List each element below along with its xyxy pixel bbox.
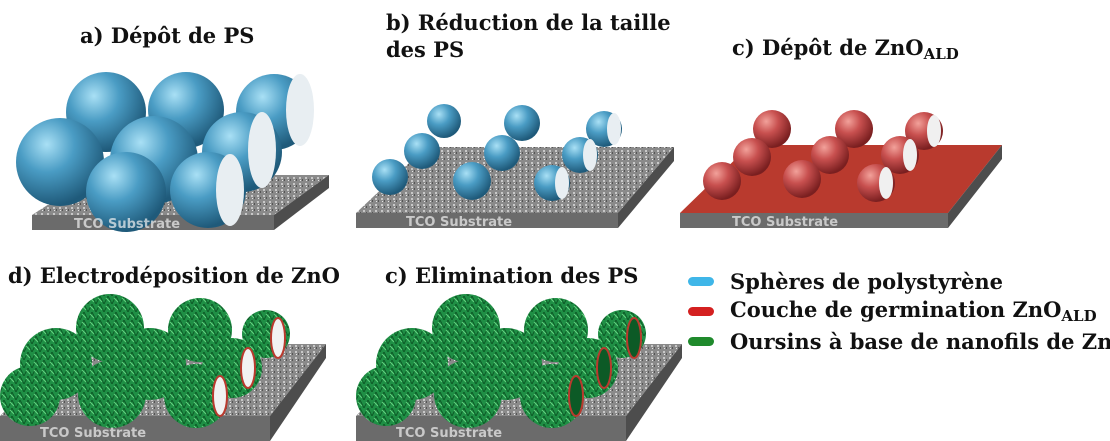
panel-c1-diagram: TCO Substrate bbox=[680, 110, 1002, 230]
substrate-label: TCO Substrate bbox=[406, 215, 512, 230]
substrate-side bbox=[626, 344, 682, 441]
substrate-side bbox=[948, 145, 1002, 228]
zno-ald-coated-spheres bbox=[703, 110, 943, 202]
substrate-front bbox=[356, 213, 618, 228]
zno-nanowire-urchins bbox=[0, 294, 290, 428]
panel-d-title: d) Electrodéposition de ZnO bbox=[8, 263, 340, 288]
panel-c2-title: c) Elimination des PS bbox=[385, 263, 639, 288]
substrate-front bbox=[680, 213, 948, 228]
panel-a-diagram: TCO Substrate bbox=[16, 72, 329, 232]
substrate-label: TCO Substrate bbox=[396, 426, 502, 441]
panel-c1-title: c) Dépôt de ZnOALD bbox=[732, 35, 959, 63]
panel-a-title: a) Dépôt de PS bbox=[80, 23, 255, 48]
red-swatch-icon bbox=[688, 306, 714, 316]
blue-swatch-icon bbox=[688, 276, 714, 286]
substrate-label: TCO Substrate bbox=[40, 426, 146, 441]
panel-c2-diagram: TCO Substrate bbox=[356, 294, 682, 441]
substrate-label: TCO Substrate bbox=[74, 217, 180, 232]
polystyrene-spheres bbox=[16, 72, 314, 232]
panel-d-diagram: TCO Substrate bbox=[0, 294, 326, 441]
substrate-side bbox=[270, 344, 326, 441]
substrate-side bbox=[618, 147, 674, 228]
substrate-side bbox=[274, 175, 329, 230]
reduced-polystyrene-spheres bbox=[372, 104, 622, 201]
legend: Sphères de polystyrène Couche de germina… bbox=[688, 266, 1110, 356]
hollow-zno-urchins bbox=[356, 294, 646, 428]
panel-b-title-line1: b) Réduction de la taille bbox=[386, 10, 671, 35]
substrate-label: TCO Substrate bbox=[732, 215, 838, 230]
legend-item-polystyrene: Sphères de polystyrène bbox=[688, 266, 1110, 296]
legend-item-seed-layer: Couche de germination ZnOALD bbox=[688, 296, 1110, 326]
panel-b-title-line2: des PS bbox=[386, 37, 465, 62]
panel-b-diagram: TCO Substrate bbox=[356, 104, 674, 230]
green-swatch-icon bbox=[688, 336, 714, 346]
legend-item-urchins: Oursins à base de nanofils de ZnO bbox=[688, 326, 1110, 356]
